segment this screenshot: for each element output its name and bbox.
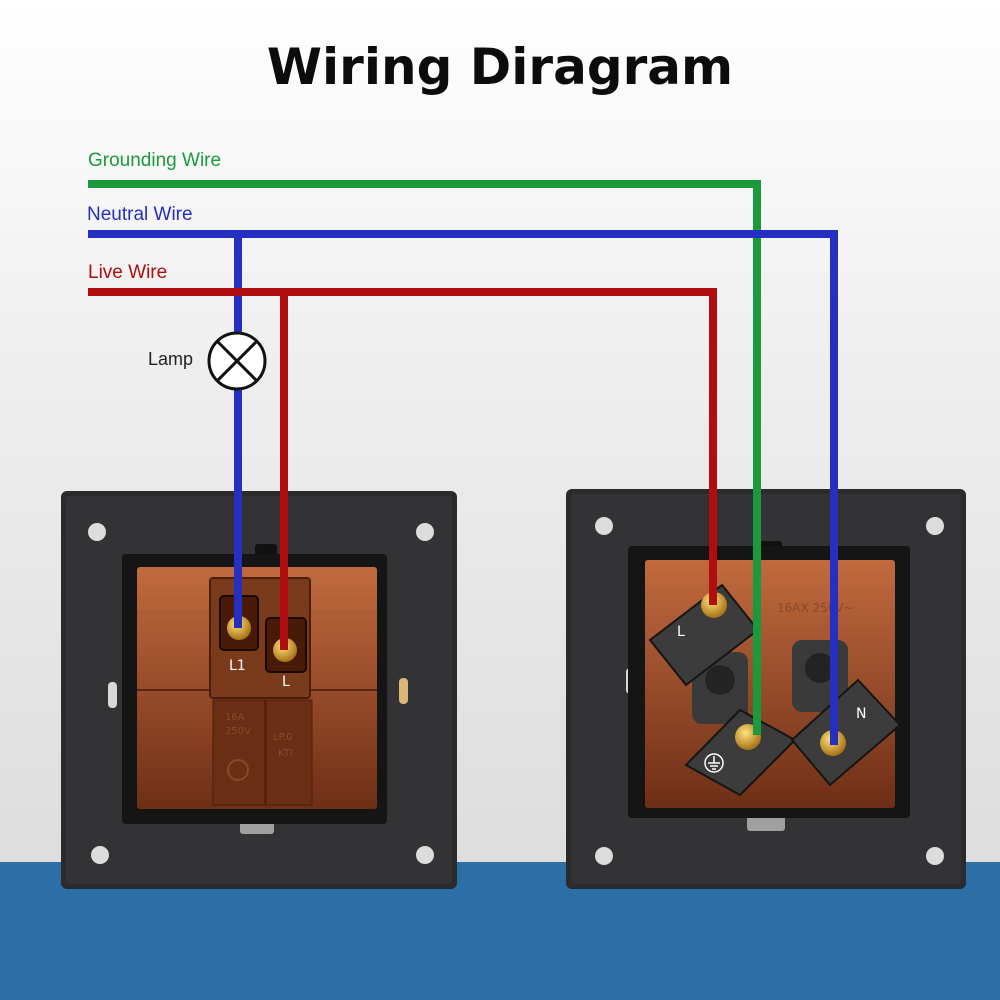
svg-text:LP.0: LP.0 [273, 732, 293, 743]
switch-housing [122, 554, 387, 824]
socket-terminal-n-label: N [856, 706, 866, 722]
lamp-label: Lamp [148, 349, 194, 369]
neutral-wire [88, 230, 838, 745]
grounding-wire [88, 180, 761, 735]
socket-housing [628, 546, 910, 818]
live-wire-label: Live Wire [88, 262, 168, 283]
earth-ground-icon [704, 753, 724, 773]
lamp-icon [207, 331, 267, 391]
neutral-wire-label: Neutral Wire [87, 204, 193, 225]
svg-text:16A: 16A [225, 712, 245, 723]
switch-terminal-l-label: L [282, 674, 290, 690]
svg-text:KTI: KTI [278, 748, 293, 759]
grounding-wire-label: Grounding Wire [88, 150, 222, 171]
switch-markings: 16A 250V LP.0 KTI [225, 712, 293, 759]
socket-rating: 16AX 250V~ [777, 601, 854, 615]
certification-mark-icon [227, 759, 249, 781]
page-title: Wiring Diragram [266, 38, 734, 96]
socket-terminal-l-label: L [677, 624, 685, 640]
svg-text:250V: 250V [225, 726, 251, 737]
live-wire [88, 288, 717, 605]
switch-terminal-l1-label: L1 [229, 658, 246, 674]
